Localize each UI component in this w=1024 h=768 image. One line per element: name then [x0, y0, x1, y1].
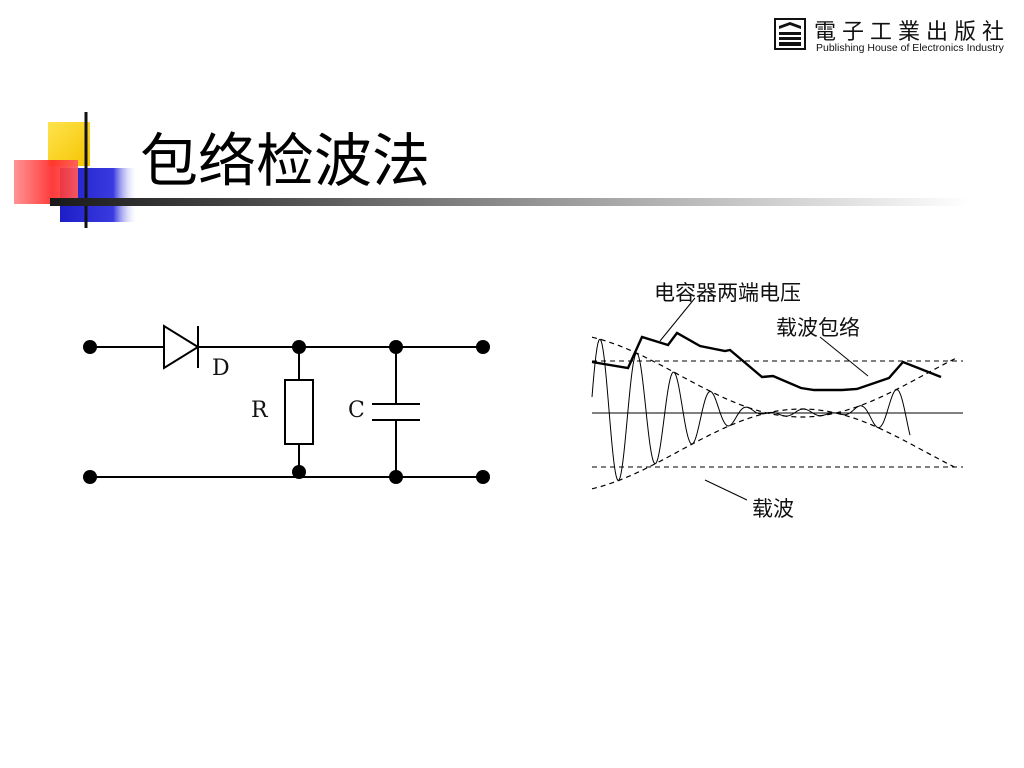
- title-divider: [50, 198, 970, 206]
- publisher-mark-icon: [774, 18, 806, 50]
- leader-capacitor-voltage: [659, 297, 696, 342]
- deco-red-square: [14, 160, 78, 204]
- label-capacitor-voltage: 电容器两端电压: [654, 281, 801, 305]
- label-carrier-envelope: 载波包络: [776, 316, 860, 340]
- label-carrier: 载波: [752, 497, 794, 521]
- output-terminal-top: [476, 340, 490, 354]
- junction-node: [292, 465, 306, 479]
- publisher-name-cn: 電子工業出版社: [814, 20, 1011, 45]
- slide-title: 包络检波法: [140, 127, 431, 195]
- junction-node: [292, 340, 306, 354]
- resistor-label: R: [251, 398, 268, 423]
- input-terminal-top: [83, 340, 97, 354]
- carrier-envelope-lower: [591, 408, 959, 490]
- resistor-symbol: [284, 379, 314, 445]
- capacitor-voltage-curve: [591, 331, 942, 392]
- junction-node: [389, 340, 403, 354]
- leader-carrier: [704, 479, 748, 501]
- leader-carrier-envelope: [819, 336, 869, 377]
- junction-node: [389, 470, 403, 484]
- deco-yellow-square: [48, 122, 90, 166]
- envelope-detector-circuit: [83, 324, 490, 484]
- publisher-logo: 電子工業出版社 Publishing House of Electronics …: [774, 14, 1014, 58]
- diode-label: D: [212, 356, 230, 381]
- output-terminal-bottom: [476, 470, 490, 484]
- title-decoration: [14, 112, 136, 228]
- carrier-wave: [591, 338, 911, 482]
- envelope-detection-waveform: [591, 297, 963, 501]
- capacitor-label: C: [348, 398, 365, 423]
- publisher-name-en: Publishing House of Electronics Industry: [816, 42, 1004, 54]
- input-terminal-bottom: [83, 470, 97, 484]
- diode-symbol: [163, 324, 200, 370]
